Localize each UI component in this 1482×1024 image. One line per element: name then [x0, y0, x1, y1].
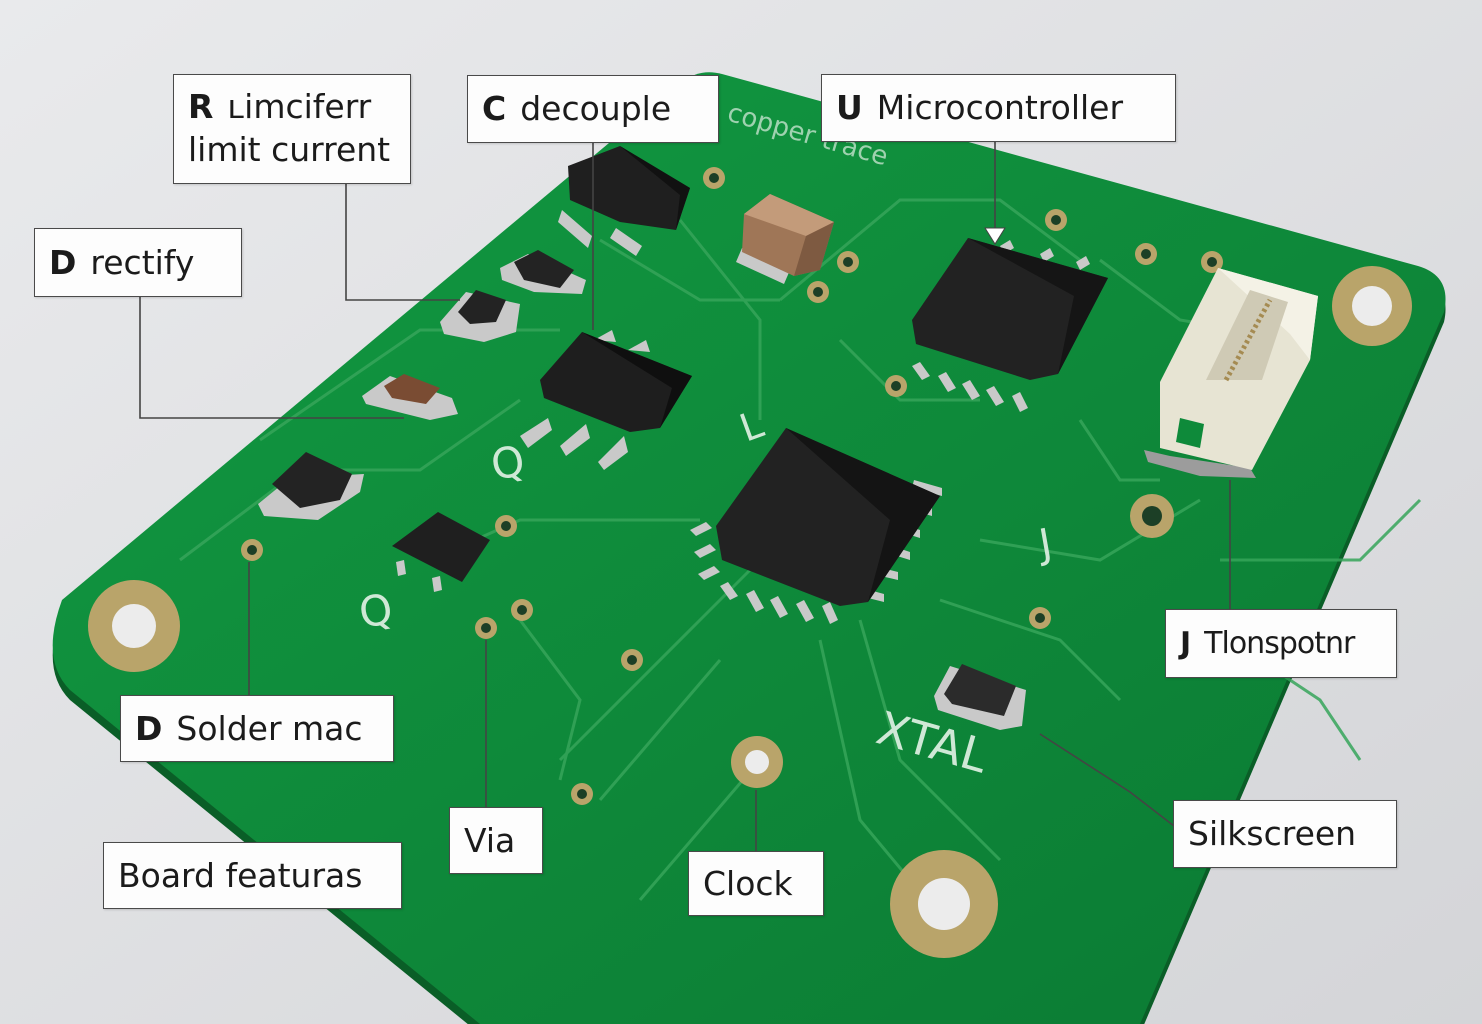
- via: [703, 167, 725, 189]
- callout-resistor-text1: ʟimciferr: [227, 87, 372, 126]
- via: [807, 281, 829, 303]
- callout-resistor-line2: limit current: [188, 130, 391, 169]
- via: [571, 783, 593, 805]
- component-qfp: [690, 428, 942, 624]
- callout-solder-mask-text: Solder mac: [176, 709, 363, 748]
- callout-microcontroller: U Microcontroller: [821, 74, 1176, 142]
- component-diode: [362, 374, 458, 420]
- callout-capacitor-text: decouple: [520, 89, 672, 128]
- callout-diode-designator: D: [49, 243, 77, 282]
- callout-silkscreen: Silkscreen: [1173, 800, 1397, 868]
- via: [1135, 243, 1157, 265]
- component-top-ic: [558, 146, 690, 256]
- callout-connector: J Tlonspotnr: [1165, 609, 1397, 678]
- mounting-hole: [88, 580, 180, 672]
- component-capacitor-top: [736, 194, 834, 284]
- vias: [241, 167, 1223, 805]
- via: [1201, 251, 1223, 273]
- leader-silkscreen: [1039, 733, 1175, 827]
- callout-resistor-designator: R: [188, 87, 214, 126]
- components: [258, 146, 1318, 730]
- callout-connector-designator: J: [1180, 626, 1191, 661]
- component-soic-middle: [520, 330, 692, 470]
- via: [241, 539, 263, 561]
- mounting-holes: [88, 266, 1412, 958]
- component-smd-1: [500, 250, 586, 294]
- callout-silkscreen-text: Silkscreen: [1188, 814, 1357, 853]
- mounting-hole: [890, 850, 998, 958]
- callout-via: Via: [449, 807, 543, 874]
- via: [1045, 209, 1067, 231]
- leader-lines: [139, 142, 1231, 851]
- leader-diode: [139, 296, 404, 419]
- via: [837, 251, 859, 273]
- via: [1029, 607, 1051, 629]
- callout-board-features: Board featuras: [103, 842, 402, 909]
- component-resistor: [440, 290, 520, 342]
- clock-via: [731, 736, 783, 788]
- callout-clock: Clock: [688, 851, 824, 916]
- component-microcontroller: [912, 238, 1108, 412]
- callout-capacitor-designator: C: [482, 89, 507, 128]
- via: [885, 375, 907, 397]
- via: [1130, 494, 1174, 538]
- callout-solder-mask: D Solder mac: [120, 695, 394, 762]
- callout-diode-text: rectify: [90, 243, 195, 282]
- callout-via-text: Via: [464, 821, 516, 860]
- mounting-hole: [1332, 266, 1412, 346]
- via: [475, 617, 497, 639]
- callout-clock-text: Clock: [703, 864, 793, 903]
- component-crystal: [934, 664, 1026, 730]
- callout-solder-mask-designator: D: [135, 709, 163, 748]
- via: [621, 649, 643, 671]
- callout-board-features-text: Board featuras: [118, 856, 363, 895]
- component-sot-lower: [392, 512, 490, 592]
- callout-microcontroller-text: Microcontroller: [876, 88, 1124, 127]
- leader-resistor: [345, 182, 460, 301]
- component-connector: [1144, 268, 1318, 478]
- callout-microcontroller-designator: U: [836, 88, 863, 127]
- callout-connector-text: Tlonspotnr: [1204, 626, 1355, 661]
- via: [511, 599, 533, 621]
- component-sot-left: [258, 452, 364, 520]
- arrowhead-microcontroller: [984, 227, 1006, 245]
- via: [495, 515, 517, 537]
